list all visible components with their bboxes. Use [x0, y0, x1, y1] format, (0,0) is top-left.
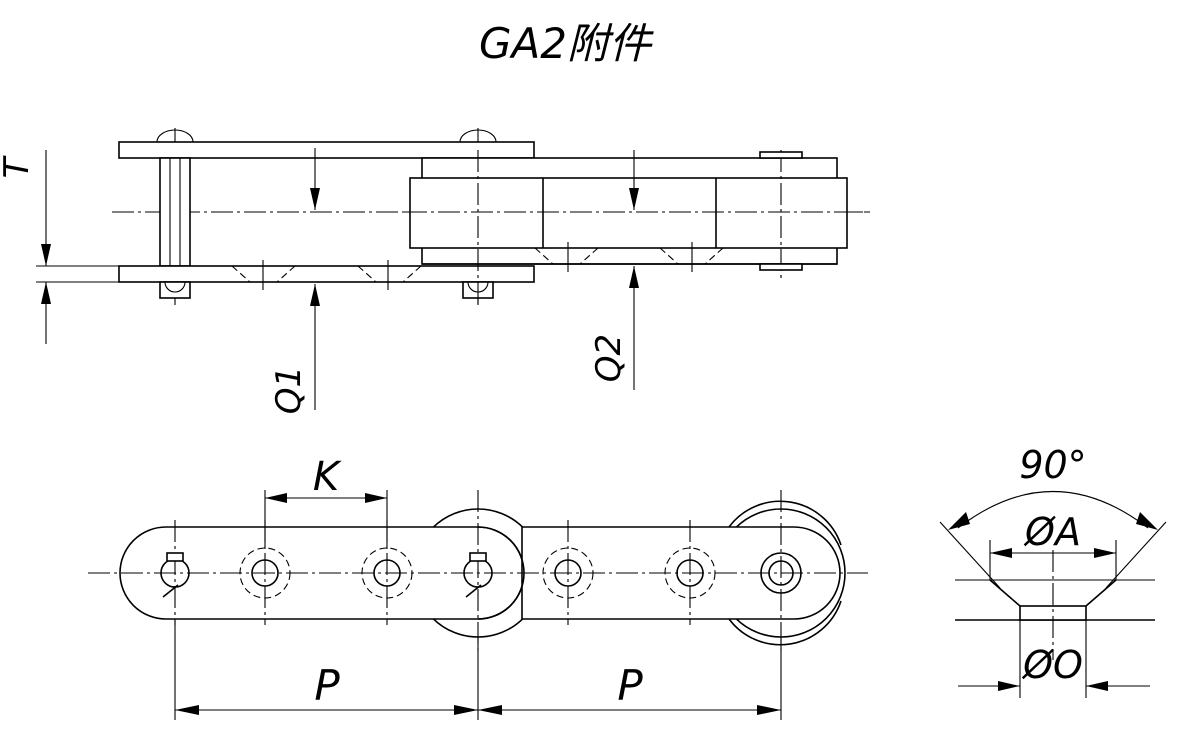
side-view [36, 128, 870, 410]
diameter-label-a: ØA [1023, 510, 1081, 554]
angle-label-90: 90° [1019, 443, 1086, 487]
dimension-label-k: K [313, 454, 342, 500]
plan-view [88, 490, 868, 720]
load-label-q1: Q1 [269, 366, 309, 414]
dimension-label-t: T [0, 155, 37, 178]
dimension-label-p-left: P [314, 661, 340, 710]
dimension-label-p-right: P [617, 661, 643, 710]
load-label-q2: Q2 [589, 334, 629, 382]
countersink-detail [939, 491, 1167, 698]
diameter-label-o: ØO [1021, 643, 1083, 687]
drawing-title: GA2附件 [479, 19, 654, 68]
